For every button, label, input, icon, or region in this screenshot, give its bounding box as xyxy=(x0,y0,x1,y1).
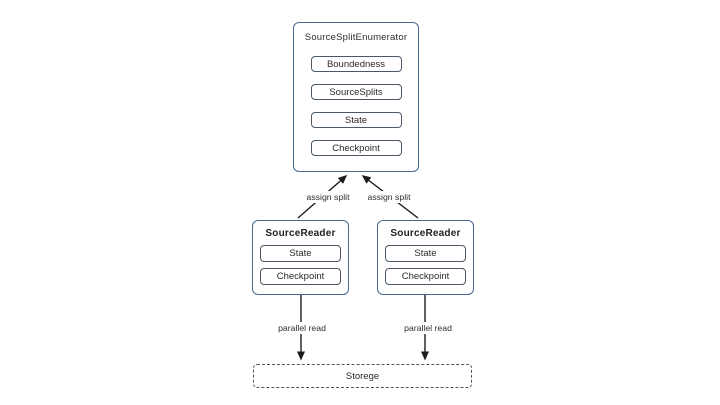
enumerator-item-boundedness: Boundedness xyxy=(310,56,402,72)
enumerator-item-checkpoint: Checkpoint xyxy=(310,140,402,156)
storage-label: Storege xyxy=(345,370,380,382)
source-reader-left-title: SourceReader xyxy=(265,228,336,239)
reader-right-item-state: State xyxy=(385,245,466,262)
reader-right-item-checkpoint: Checkpoint xyxy=(385,268,466,285)
source-reader-box-right: SourceReader State Checkpoint xyxy=(377,220,474,295)
parallel-read-label-left: parallel read xyxy=(275,322,329,334)
assign-split-label-right: assign split xyxy=(364,191,414,203)
source-reader-right-title: SourceReader xyxy=(390,228,461,239)
assign-split-label-left: assign split xyxy=(303,191,353,203)
enumerator-items: Boundedness SourceSplits State Checkpoin… xyxy=(310,56,402,156)
source-split-enumerator-box: SourceSplitEnumerator Boundedness Source… xyxy=(293,22,419,172)
source-split-enumerator-title: SourceSplitEnumerator xyxy=(304,32,408,43)
enumerator-item-sourcesplits: SourceSplits xyxy=(310,84,402,100)
reader-left-items: State Checkpoint xyxy=(260,245,341,285)
reader-left-item-state: State xyxy=(260,245,341,262)
reader-right-items: State Checkpoint xyxy=(385,245,466,285)
enumerator-item-state: State xyxy=(310,112,402,128)
storage-box: Storege xyxy=(253,364,472,388)
reader-left-item-checkpoint: Checkpoint xyxy=(260,268,341,285)
source-reader-box-left: SourceReader State Checkpoint xyxy=(252,220,349,295)
parallel-read-label-right: parallel read xyxy=(401,322,455,334)
